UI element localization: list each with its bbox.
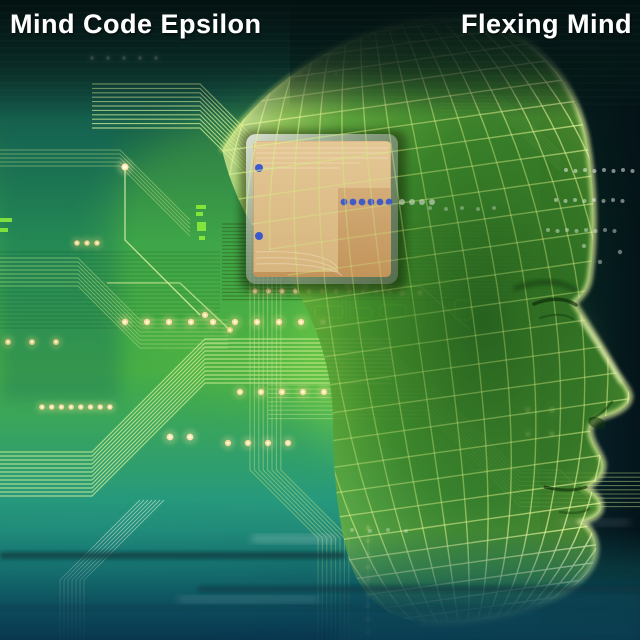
nostril-shadow [588, 417, 606, 429]
cpu-chip-graphic [240, 130, 435, 292]
underlip-shadow [558, 507, 591, 515]
bottom-shade [0, 520, 640, 640]
face-circuit-dots [350, 168, 635, 533]
top-shade [0, 0, 640, 118]
nose-crease [588, 400, 614, 421]
eye-line [532, 297, 578, 307]
chip-contact-dots [255, 164, 393, 240]
eyelid-crease [539, 313, 574, 320]
mouth-line [543, 485, 588, 492]
brow-shadow [513, 279, 578, 293]
face-features [513, 279, 614, 515]
title-right: Flexing Mind [461, 9, 632, 39]
title-left: Mind Code Epsilon [10, 9, 262, 39]
